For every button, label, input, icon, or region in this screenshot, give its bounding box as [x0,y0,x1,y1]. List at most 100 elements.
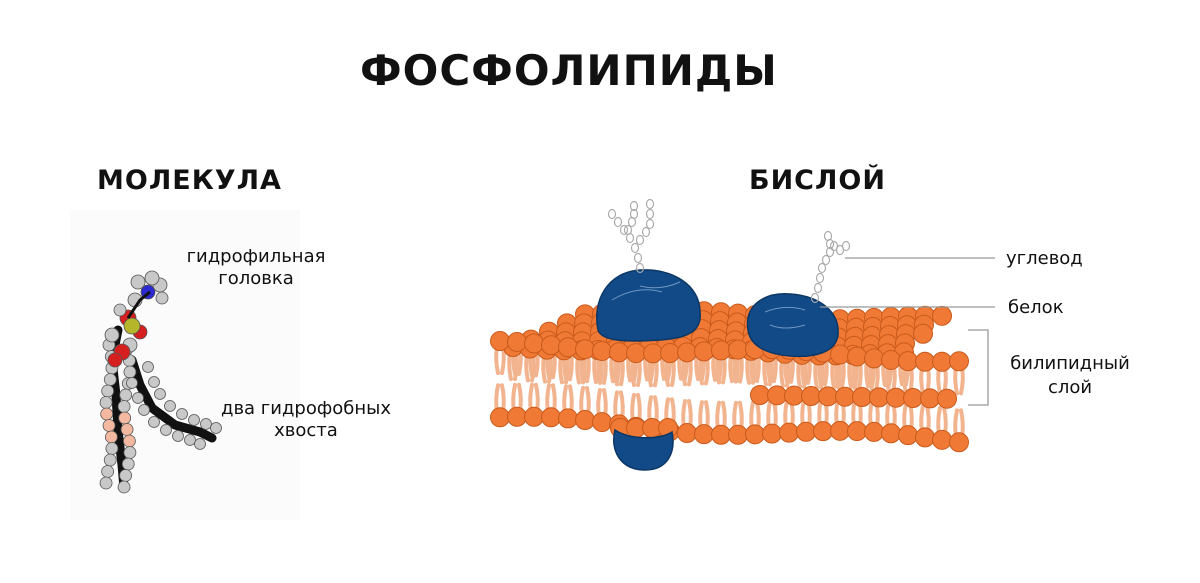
tail-atom [148,416,160,428]
lipid-head [779,422,799,443]
lipid-head [898,425,918,446]
tail-atom [99,476,113,490]
lipid-head [864,421,884,442]
lipid-head [937,388,957,409]
lipid-tail [681,399,687,430]
sugar-unit [823,230,833,242]
lipid-tail [772,399,778,430]
lipid-tail [568,384,574,415]
tail-atom [126,377,138,389]
lipid-tail [494,383,500,414]
lipid-head [575,339,595,360]
lipid-head [847,421,867,442]
lipid-tail [585,386,591,417]
lipid-tail [602,388,608,419]
lipid-head [869,387,889,408]
lipid-tail [738,400,744,431]
lipid-head [524,406,544,427]
lipid-head [711,424,731,445]
head-atom [113,303,127,317]
lipid-tail [613,356,619,387]
tail-atom [123,446,137,459]
head-bond [126,290,151,319]
head-atom [130,274,146,290]
lipid-head [830,420,850,441]
lipid-head [796,421,816,442]
lipid-head [728,424,748,445]
lipid-tail [830,359,836,390]
lipid-head [541,335,561,356]
sugar-unit [635,234,645,246]
sugar-unit [633,252,643,264]
lipid-tail [721,354,727,385]
lipid-head [813,421,833,442]
protein-right [746,293,839,358]
sugar-unit [645,218,655,230]
lipid-tail [596,388,602,419]
tail-atom [194,438,206,450]
lipid-tail [524,352,530,383]
lipid-tail [636,357,642,388]
tail-atom [148,376,160,388]
lipid-head [711,340,731,361]
lipid-tail [847,358,853,389]
sugar-unit [821,254,831,266]
lipid-tail [545,383,551,414]
tails-label-line2: хвоста [274,420,338,441]
lipid-head [932,351,952,372]
protein-left-detail [611,281,681,301]
lipid-tail [953,408,959,439]
lipid-tail [840,358,846,389]
lipid-tail [704,355,710,386]
lipid-tail [528,382,534,413]
lipid-head [660,343,680,364]
tail-atom [176,408,188,420]
sugar-unit [825,246,835,258]
sugar-unit [813,282,823,294]
tail-atom [164,400,176,412]
lipid-tail [619,356,625,387]
phospholipid-molecule [99,270,222,494]
lipid-head [767,385,787,406]
lipid-tail [670,357,676,388]
lipid-head [864,348,884,369]
lipid-tail [919,403,925,434]
lipid-tail [500,383,506,414]
carbohydrate-chains [607,198,851,304]
sugar-unit [619,224,629,236]
lipid-tail [868,362,874,393]
lipid-tail [874,362,880,393]
lipid-tail [885,399,891,430]
tail-atom [132,392,144,404]
tail-atom [154,388,166,400]
hydrophobic-tails-label: два гидрофобных хвоста [206,398,406,442]
lipid-tail [902,365,908,396]
head-label-line1: гидрофильная [186,246,326,267]
lipid-head [558,337,578,358]
lipid-tail [551,383,557,414]
lipid-tail [800,397,806,428]
tail-atom [123,365,137,379]
lipid-tail [755,353,761,384]
lipid-head [507,331,527,352]
lipid-head [915,351,935,372]
lipid-head [920,388,940,409]
tail-atom [101,465,115,478]
lipid-tail [541,353,547,384]
lipid-tail [636,392,642,423]
lipid-tail [507,351,513,382]
tail-atom [119,388,133,402]
lipid-head [762,423,782,444]
lipid-head [694,341,714,362]
tail-atom [120,423,134,436]
sugar-unit [630,242,640,254]
lipid-head [801,386,821,407]
lipid-tail [698,355,704,386]
lipid-tail [857,360,863,391]
tail-atom [210,422,222,434]
lipid-tail [596,354,602,385]
lipid-tail [575,354,581,385]
tails-label-line1: два гидрофобных [221,398,391,419]
lipid-head [626,343,646,364]
lipid-tail [953,365,959,396]
